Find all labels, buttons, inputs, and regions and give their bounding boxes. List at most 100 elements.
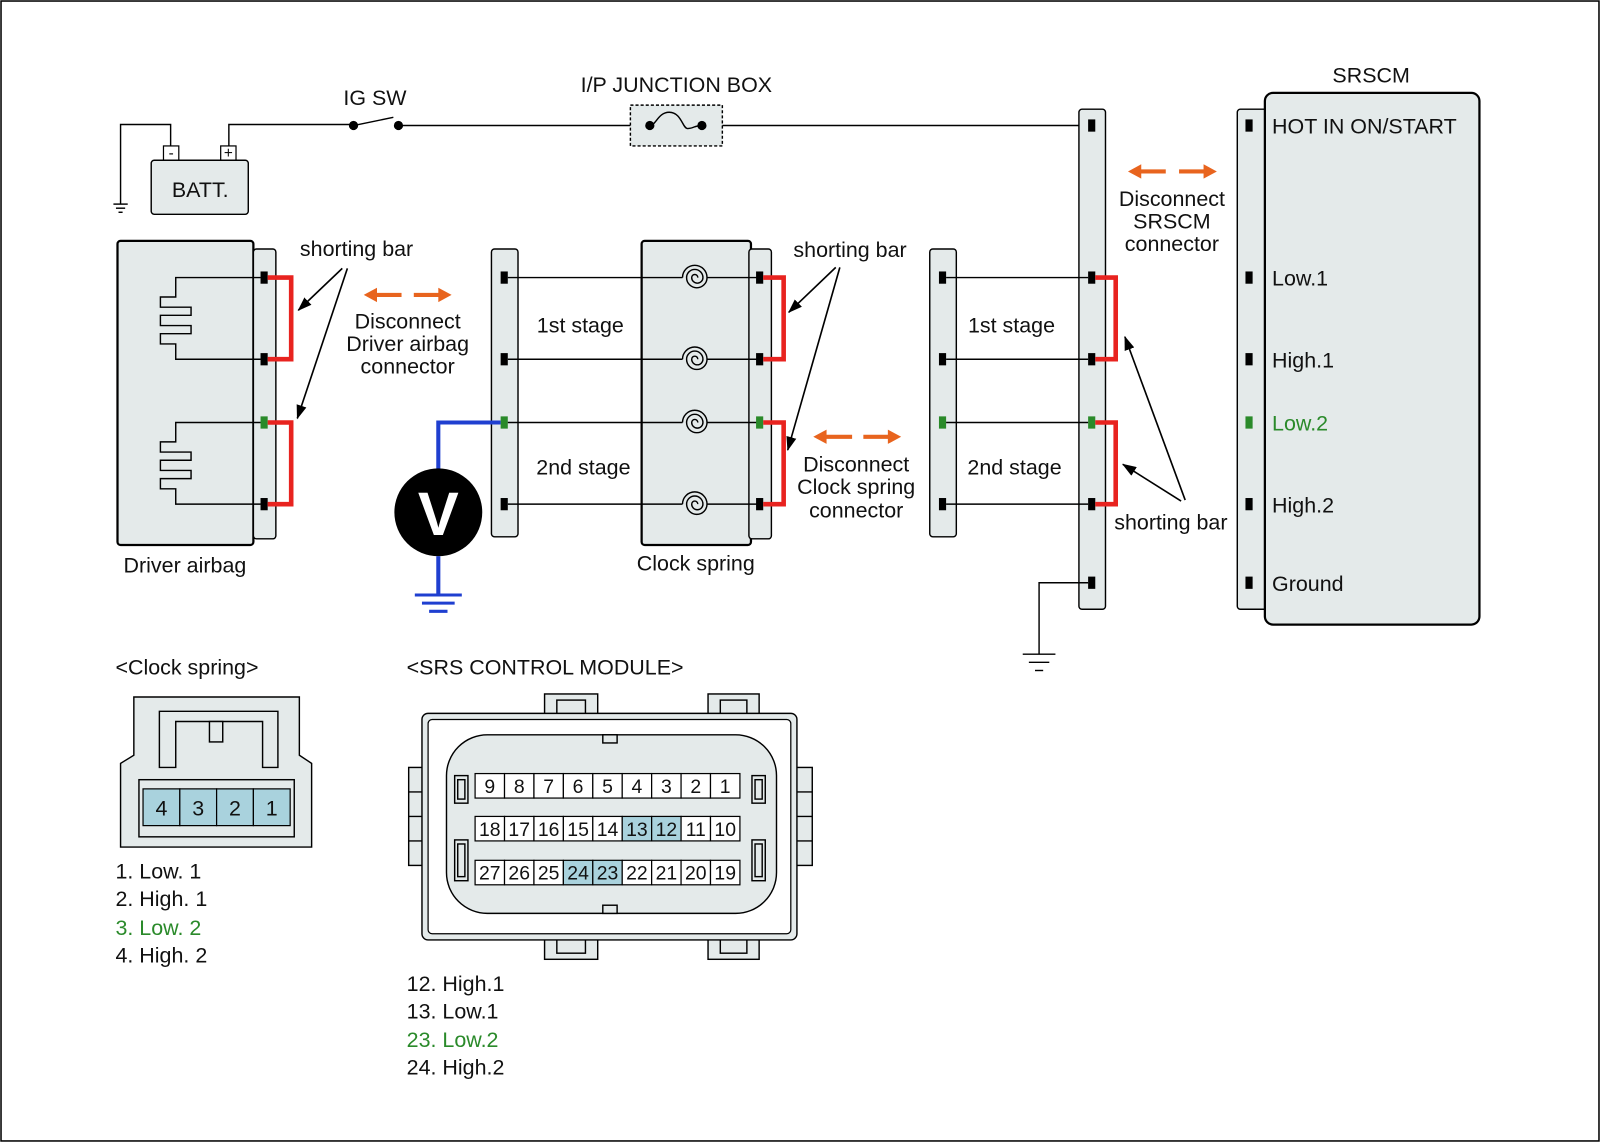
- srs-module-legend-1: 12. High.1: [407, 972, 505, 996]
- srscm-title: SRSCM: [1332, 64, 1409, 88]
- module-pin-7: 7: [533, 772, 564, 799]
- module-pin-19: 19: [709, 859, 741, 886]
- pin-cell: [533, 815, 564, 842]
- pin-cell: [592, 772, 623, 799]
- clock-spring-legend-2: 2. High. 1: [115, 887, 207, 911]
- clock-spring-legend-4: 4. High. 2: [115, 943, 207, 967]
- pin-number: 20: [685, 863, 707, 885]
- module-pin-22: 22: [621, 859, 653, 886]
- stage2-label-right: 2nd stage: [967, 456, 1061, 480]
- pin-number: 6: [573, 776, 584, 798]
- pin-cell: [709, 859, 741, 886]
- module-pin-13: 13: [621, 815, 653, 842]
- spiral-icon: [681, 264, 708, 289]
- disconnect-clock-line3: connector: [809, 498, 903, 522]
- pin-number: 15: [567, 819, 589, 841]
- pin-cell: [562, 859, 594, 886]
- module-pin-27: 27: [474, 859, 506, 886]
- srscm-pin-high2: High.2: [1272, 493, 1334, 517]
- ig-switch-label: IG SW: [343, 86, 407, 110]
- fuse-icon: [649, 111, 702, 130]
- pin-number: 4: [155, 796, 167, 820]
- module-pin-23: 23: [592, 859, 623, 886]
- clock-spring-pin-3: 3: [179, 788, 218, 827]
- srscm-pin-high1: High.1: [1272, 348, 1334, 372]
- pin-number: 16: [538, 819, 560, 841]
- pin-number: 22: [626, 863, 648, 885]
- meter-ground-icon: [414, 593, 462, 613]
- module-pin-20: 20: [680, 859, 712, 886]
- srscm-pin-low2: Low.2: [1272, 412, 1328, 436]
- pin-number: 1: [266, 796, 278, 820]
- srscm-pin-ground: Ground: [1272, 572, 1344, 596]
- module-pin-18: 18: [474, 815, 506, 842]
- voltmeter-icon: [394, 468, 483, 557]
- clock-spring-harness-connector: 1st stage 2nd stage: [929, 248, 1089, 538]
- spiral-icon: [681, 346, 708, 371]
- pin-cell: [621, 815, 653, 842]
- pin-cell: [503, 815, 535, 842]
- module-pin-17: 17: [503, 815, 535, 842]
- srscm-shorting-bar-callout: shorting bar: [1114, 335, 1228, 535]
- disconnect-srscm-line3: connector: [1125, 232, 1219, 256]
- module-pin-3: 3: [651, 772, 682, 799]
- pin-cell: [474, 815, 506, 842]
- module-pin-14: 14: [592, 815, 623, 842]
- pin-number: 8: [514, 776, 525, 798]
- disconnect-arrow-icon: [813, 429, 902, 444]
- pin-number: 19: [714, 863, 736, 885]
- module-pin-12: 12: [651, 815, 682, 842]
- disconnect-driver-line3: connector: [361, 355, 455, 379]
- driver-airbag: Driver airbag: [116, 239, 294, 578]
- srscm-pin-hot: HOT IN ON/START: [1272, 115, 1457, 139]
- module-pin-8: 8: [503, 772, 535, 799]
- junction-box-label: I/P JUNCTION BOX: [581, 73, 773, 97]
- stage1-label-left: 1st stage: [537, 314, 624, 338]
- pin-number: 5: [602, 776, 613, 798]
- pin-number: 25: [538, 863, 560, 885]
- battery: [150, 159, 249, 216]
- battery-ground-icon: [113, 203, 128, 213]
- pin-cell: [592, 815, 623, 842]
- pin-cell: [533, 772, 564, 799]
- pin-number: 27: [479, 863, 501, 885]
- module-pin-10: 10: [709, 815, 741, 842]
- srscm-pin-low1: Low.1: [1272, 267, 1328, 291]
- disconnect-driver-line2: Driver airbag: [346, 332, 469, 356]
- disconnect-arrow-icon: [363, 287, 452, 303]
- pin-cell: [709, 772, 741, 799]
- srscm-ground: [1022, 582, 1089, 672]
- shorting-bar-label-left: shorting bar: [300, 237, 413, 261]
- srs-module-legend-2: 13. Low.1: [407, 1000, 499, 1024]
- pin-number: 2: [229, 796, 241, 820]
- disconnect-driver-note: Disconnect Driver airbag connector: [346, 287, 469, 379]
- pin-cell: [215, 788, 254, 827]
- srs-module-legend-3: 23. Low.2: [407, 1028, 499, 1052]
- ground-icon: [1022, 653, 1056, 672]
- disconnect-clock-line2: Clock spring: [797, 475, 915, 499]
- module-pin-11: 11: [680, 815, 712, 842]
- disconnect-driver-line1: Disconnect: [355, 310, 461, 334]
- pin-number: 12: [656, 819, 678, 841]
- ignition-switch: IG SW: [343, 86, 631, 131]
- pin-number: 7: [543, 776, 554, 798]
- driver-side-harness-connector: 1st stage 2nd stage: [490, 248, 631, 538]
- clock-spring-pin-1: 1: [252, 788, 291, 827]
- pin-number: 23: [597, 863, 619, 885]
- module-pin-25: 25: [533, 859, 564, 886]
- pin-number: 18: [479, 819, 501, 841]
- stage2-label-left: 2nd stage: [536, 456, 630, 480]
- junction-box: I/P JUNCTION BOX: [581, 73, 1089, 147]
- battery-neg-label: -: [169, 145, 174, 162]
- pin-cell: [179, 788, 218, 827]
- pin-number: 10: [714, 819, 736, 841]
- module-pin-2: 2: [680, 772, 712, 799]
- pin-number: 11: [686, 819, 706, 841]
- pin-number: 17: [508, 819, 530, 841]
- module-pin-26: 26: [503, 859, 535, 886]
- pin-number: 13: [626, 819, 648, 841]
- clock-spring-shorting-bar-callout: shorting bar: [786, 238, 907, 452]
- pin-cell: [562, 815, 594, 842]
